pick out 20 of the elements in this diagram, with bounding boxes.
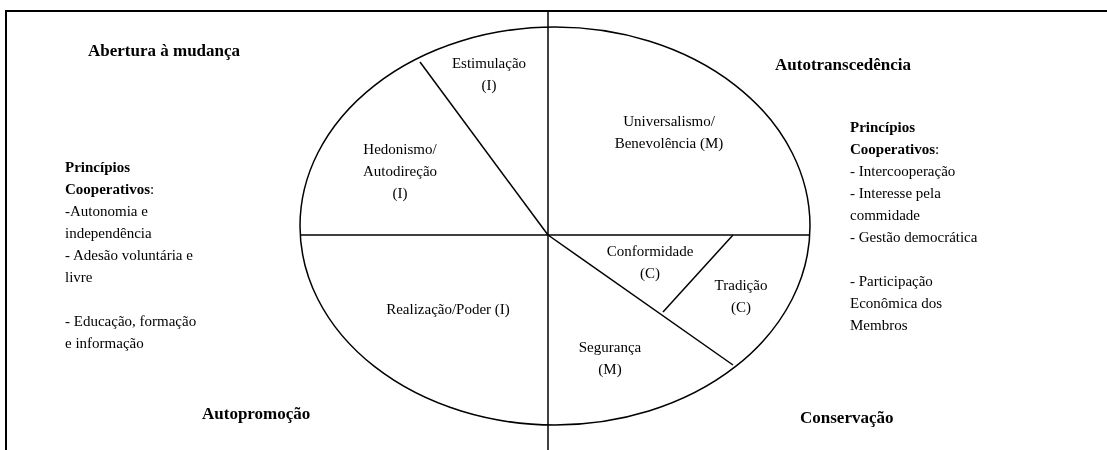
sector-label: Universalismo/ Benevolência (M) <box>613 112 725 153</box>
quadrant-title: Autotranscedência <box>775 54 911 76</box>
sector-label: Realização/Poder (I) <box>385 300 511 319</box>
quadrant-title: Autopromoção <box>202 403 311 425</box>
sector-label: Estimulação (I) <box>450 54 528 95</box>
quadrant-title: Conservação <box>800 407 894 429</box>
sector-label: Segurança (M) <box>577 338 643 379</box>
list-item: - Interesse pela commidade <box>850 184 942 225</box>
quadrant-title: Abertura à mudança <box>88 40 241 62</box>
sector-label: Tradição (C) <box>713 276 769 317</box>
list-item: - Gestão democrática <box>850 228 979 247</box>
sector-label: Conformidade (C) <box>605 242 695 283</box>
list-item: -Autonomia e independência <box>65 202 153 243</box>
sector-label: Hedonismo/ Autodireção (I) <box>361 140 439 203</box>
list-item: - Intercooperação <box>850 162 957 181</box>
heading: Princípios Cooperativos: <box>65 158 156 199</box>
list-item: - Educação, formação e informação <box>65 312 198 353</box>
heading: Princípios Cooperativos: <box>850 118 941 159</box>
list-item: - Participação Econômica dos Membros <box>850 272 944 335</box>
list-item: - Adesão voluntária e livre <box>65 246 194 287</box>
